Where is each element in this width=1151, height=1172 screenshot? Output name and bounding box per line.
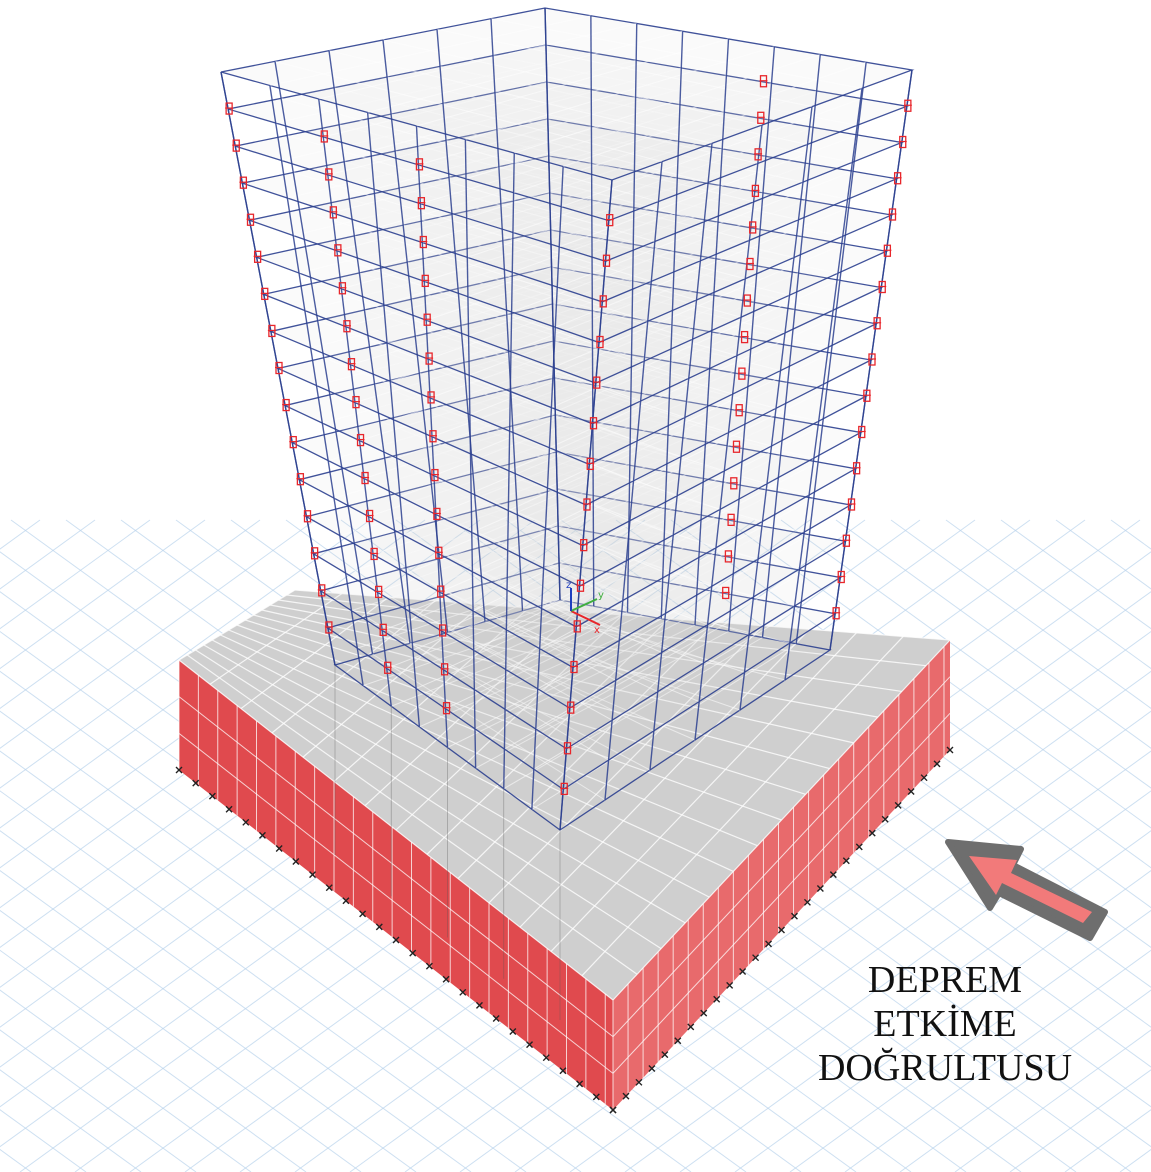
caption-line-3: DOĞRULTUSU (817, 1047, 1073, 1089)
foundation-right-face (613, 640, 950, 1110)
axis-triad-icon: x y z (566, 580, 604, 636)
support-icon (175, 746, 954, 1114)
axis-y-label: y (598, 590, 604, 601)
axis-z-label: z (566, 580, 571, 591)
caption-line-2: ETKİME (873, 1003, 1017, 1045)
foundation-front-face (179, 660, 613, 1110)
building-frame (220, 7, 915, 1020)
caption-line-1: DEPREM (867, 959, 1023, 1001)
earthquake-direction-caption: DEPREM ETKİME DOĞRULTUSU (790, 958, 1100, 1090)
arrow-icon (945, 839, 1108, 941)
hinge-marker-icon (225, 75, 912, 796)
axis-x-label: x (594, 625, 600, 636)
